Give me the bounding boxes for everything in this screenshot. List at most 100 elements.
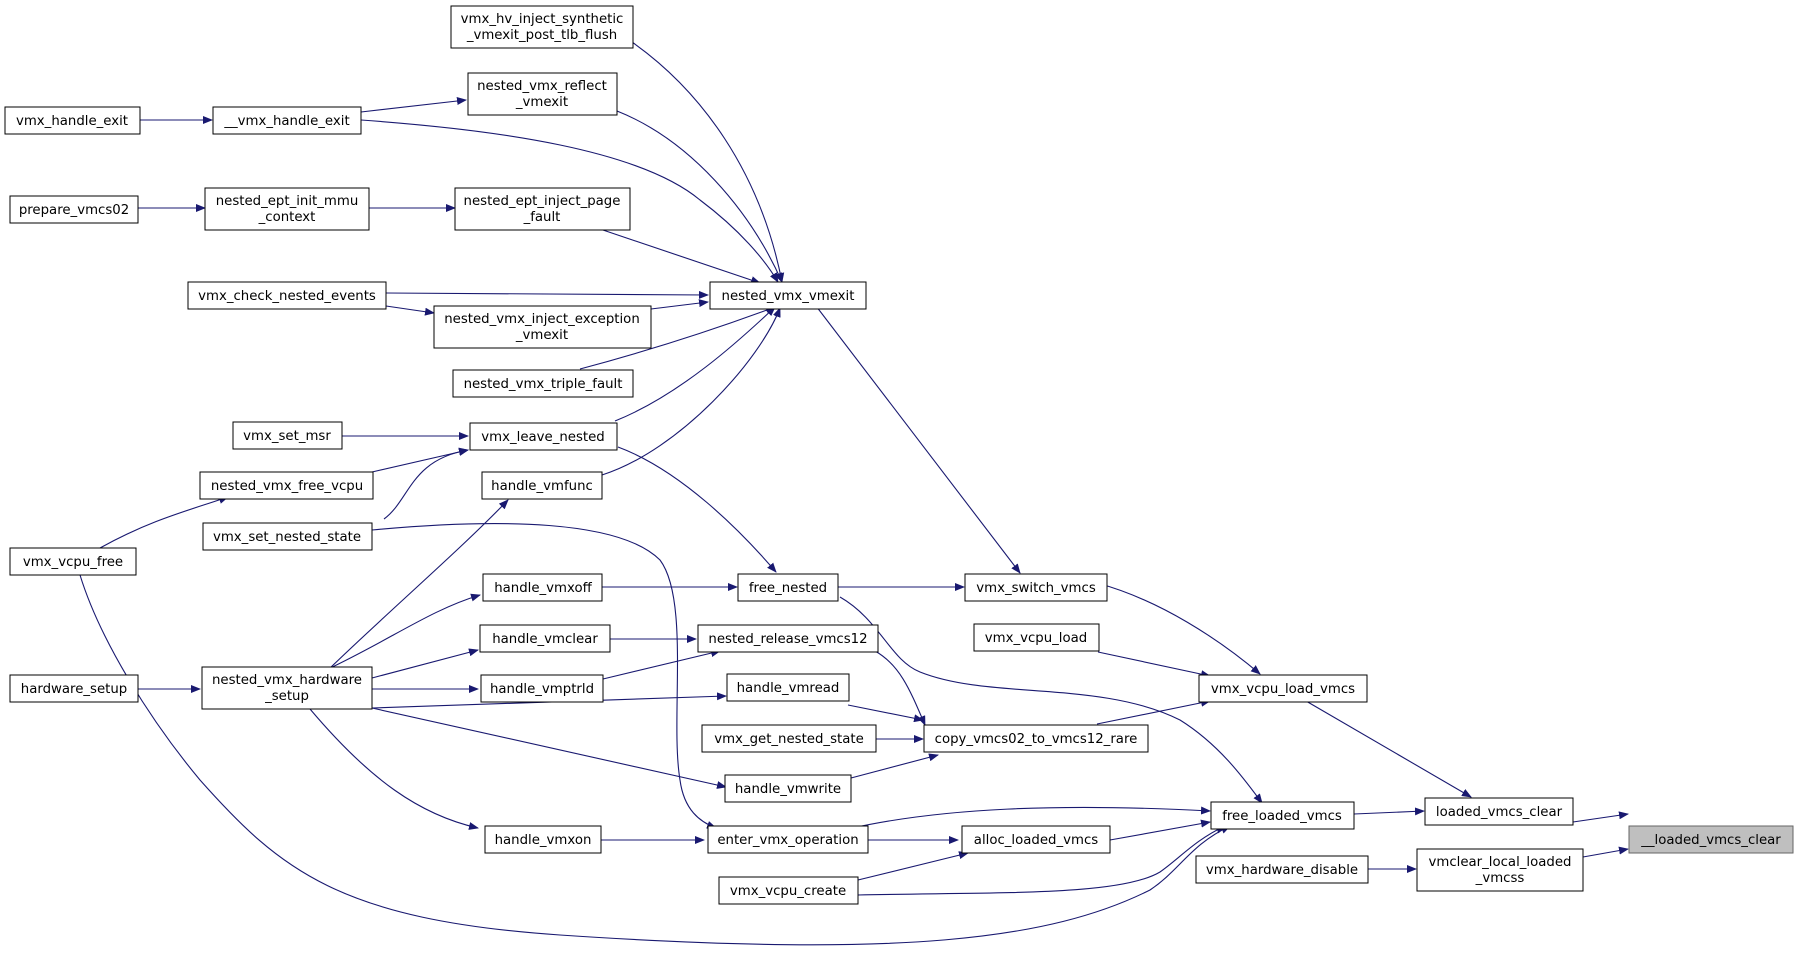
node-loaded-vmcs-clear[interactable]: loaded_vmcs_clear	[1424, 797, 1574, 826]
svg-text:hardware_setup: hardware_setup	[21, 682, 127, 697]
edge	[383, 447, 469, 520]
svg-text:alloc_loaded_vmcs: alloc_loaded_vmcs	[974, 833, 1098, 848]
edge	[325, 593, 481, 671]
node-handle-vmptrld[interactable]: handle_vmptrld	[480, 674, 604, 703]
node-vmx-switch-vmcs[interactable]: vmx_switch_vmcs	[964, 573, 1108, 602]
node-handle-vmwrite[interactable]: handle_vmwrite	[724, 774, 852, 803]
node-nested-vmx-vmexit[interactable]: nested_vmx_vmexit	[709, 281, 867, 310]
svg-text:_fault: _fault	[523, 210, 561, 225]
node-vmx-set-msr[interactable]: vmx_set_msr	[232, 421, 343, 450]
edge	[650, 299, 709, 310]
svg-text:vmx_leave_nested: vmx_leave_nested	[481, 430, 604, 445]
node-nested-vmx-inject-exception-vmexit[interactable]: nested_vmx_inject_exception _vmexit	[433, 305, 652, 349]
edge	[327, 499, 509, 671]
node-nested-vmx-triple-fault[interactable]: nested_vmx_triple_fault	[452, 369, 634, 398]
svg-text:handle_vmclear: handle_vmclear	[492, 632, 598, 647]
node-vmx-vcpu-create[interactable]: vmx_vcpu_create	[718, 876, 859, 905]
svg-text:nested_vmx_inject_exception: nested_vmx_inject_exception	[444, 312, 640, 327]
edge	[614, 306, 776, 422]
node-vmx-vcpu-load[interactable]: vmx_vcpu_load	[973, 623, 1100, 652]
node-hardware-setup[interactable]: hardware_setup	[9, 674, 139, 703]
svg-text:vmx_vcpu_load: vmx_vcpu_load	[985, 631, 1087, 646]
node-vmx-hv-inject-synthetic-vmexit-post-tlb-flush[interactable]: vmx_hv_inject_synthetic _vmexit_post_tlb…	[450, 5, 634, 49]
edge	[79, 574, 1231, 946]
edge	[847, 704, 924, 723]
svg-text:_vmexit: _vmexit	[515, 95, 568, 110]
svg-text:vmx_set_nested_state: vmx_set_nested_state	[213, 530, 361, 545]
svg-text:vmx_vcpu_load_vmcs: vmx_vcpu_load_vmcs	[1211, 682, 1355, 697]
node-free-nested[interactable]: free_nested	[737, 573, 839, 602]
edge	[371, 707, 727, 789]
svg-text:vmx_get_nested_state: vmx_get_nested_state	[714, 732, 864, 747]
node-prepare-vmcs02[interactable]: prepare_vmcs02	[9, 195, 139, 224]
edge	[1096, 698, 1211, 725]
svg-text:handle_vmread: handle_vmread	[737, 681, 840, 696]
edge	[309, 708, 479, 830]
node-nested-vmx-hardware-setup[interactable]: nested_vmx_hardware _setup	[201, 666, 373, 710]
node-vmx-check-nested-events[interactable]: vmx_check_nested_events	[187, 281, 387, 310]
svg-text:vmx_hardware_disable: vmx_hardware_disable	[1206, 863, 1358, 878]
edge	[360, 97, 467, 113]
edge	[601, 307, 781, 476]
edge	[857, 825, 1226, 896]
svg-text:_setup: _setup	[264, 689, 309, 704]
node-alloc-loaded-vmcs[interactable]: alloc_loaded_vmcs	[961, 825, 1111, 854]
svg-text:handle_vmwrite: handle_vmwrite	[735, 782, 841, 797]
svg-text:_vmexit_post_tlb_flush: _vmexit_post_tlb_flush	[466, 28, 617, 43]
edge	[371, 648, 479, 679]
edge	[631, 41, 785, 283]
edge	[360, 119, 779, 283]
node-nested-release-vmcs12[interactable]: nested_release_vmcs12	[697, 624, 879, 653]
edge	[1096, 582, 1261, 675]
svg-text:nested_vmx_free_vcpu: nested_vmx_free_vcpu	[211, 479, 363, 494]
node-enter-vmx-operation[interactable]: enter_vmx_operation	[707, 825, 869, 854]
edge	[1353, 807, 1425, 816]
node-nested-ept-init-mmu-context[interactable]: nested_ept_init_mmu _context	[204, 187, 370, 231]
node-handle-vmxon[interactable]: handle_vmxon	[484, 825, 602, 854]
edge	[385, 290, 709, 299]
node-handle-vmxoff[interactable]: handle_vmxoff	[482, 573, 603, 602]
edge	[1109, 819, 1211, 841]
svg-text:handle_vmptrld: handle_vmptrld	[490, 682, 594, 697]
edge	[602, 649, 721, 680]
svg-text:copy_vmcs02_to_vmcs12_rare: copy_vmcs02_to_vmcs12_rare	[935, 732, 1138, 747]
svg-text:vmx_vcpu_create: vmx_vcpu_create	[730, 884, 846, 899]
node-vmx-set-nested-state[interactable]: vmx_set_nested_state	[202, 522, 373, 551]
svg-text:free_loaded_vmcs: free_loaded_vmcs	[1222, 809, 1342, 824]
edge	[1305, 700, 1472, 798]
edge	[596, 227, 761, 284]
edge	[579, 306, 776, 370]
node-copy-vmcs02-to-vmcs12-rare[interactable]: copy_vmcs02_to_vmcs12_rare	[923, 724, 1149, 753]
svg-text:nested_vmx_reflect: nested_vmx_reflect	[477, 79, 607, 94]
svg-text:vmx_switch_vmcs: vmx_switch_vmcs	[976, 581, 1096, 596]
node-handle-vmclear[interactable]: handle_vmclear	[479, 624, 611, 653]
node-vmx-handle-exit-inner[interactable]: __vmx_handle_exit	[212, 106, 362, 135]
node-handle-vmfunc[interactable]: handle_vmfunc	[481, 471, 603, 500]
edge	[1097, 651, 1211, 679]
svg-text:free_nested: free_nested	[749, 581, 827, 596]
node-vmx-vcpu-load-vmcs[interactable]: vmx_vcpu_load_vmcs	[1198, 674, 1368, 703]
edge	[1582, 846, 1629, 858]
node-loaded-vmcs-clear-inner[interactable]: __loaded_vmcs_clear	[1628, 825, 1794, 854]
svg-text:_vmcss: _vmcss	[1475, 871, 1525, 886]
node-vmx-get-nested-state[interactable]: vmx_get_nested_state	[701, 724, 877, 753]
node-nested-ept-inject-page-fault[interactable]: nested_ept_inject_page _fault	[454, 187, 631, 231]
node-vmx-vcpu-free[interactable]: vmx_vcpu_free	[9, 547, 137, 576]
svg-text:__vmx_handle_exit: __vmx_handle_exit	[223, 114, 349, 129]
node-nested-vmx-free-vcpu[interactable]: nested_vmx_free_vcpu	[199, 471, 374, 500]
node-vmclear-local-loaded-vmcss[interactable]: vmclear_local_loaded _vmcss	[1416, 848, 1584, 892]
svg-text:enter_vmx_operation: enter_vmx_operation	[717, 833, 858, 848]
node-nested-vmx-reflect-vmexit[interactable]: nested_vmx_reflect _vmexit	[467, 72, 618, 116]
node-vmx-handle-exit[interactable]: vmx_handle_exit	[4, 106, 141, 135]
svg-text:_context: _context	[258, 210, 316, 225]
node-vmx-leave-nested[interactable]: vmx_leave_nested	[469, 422, 618, 451]
svg-text:vmx_hv_inject_synthetic: vmx_hv_inject_synthetic	[461, 12, 624, 27]
node-vmx-hardware-disable[interactable]: vmx_hardware_disable	[1195, 855, 1369, 884]
edge	[874, 650, 926, 726]
node-handle-vmread[interactable]: handle_vmread	[726, 673, 850, 702]
node-free-loaded-vmcs[interactable]: free_loaded_vmcs	[1210, 801, 1355, 830]
edge	[371, 523, 717, 829]
svg-text:handle_vmfunc: handle_vmfunc	[491, 479, 593, 494]
svg-text:_vmexit: _vmexit	[515, 328, 568, 343]
edge	[385, 305, 435, 316]
